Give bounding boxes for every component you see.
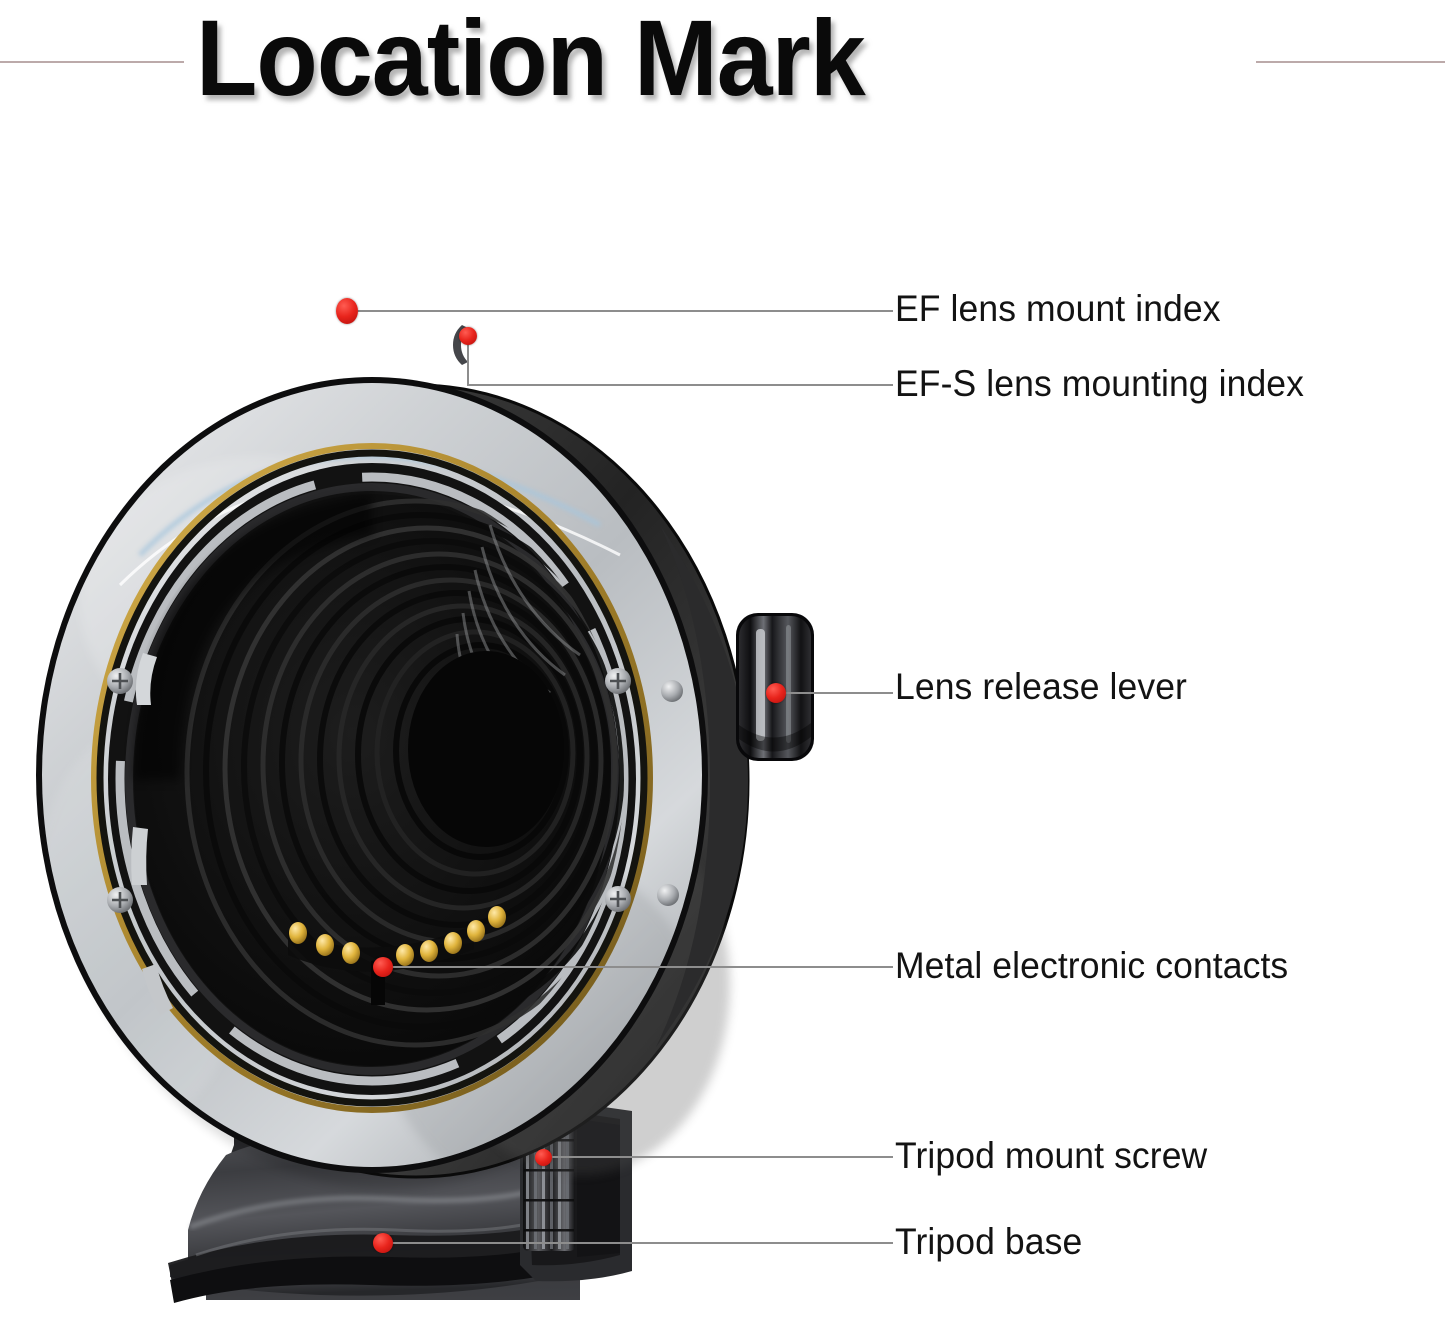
callout-label-lens-release-lever: Lens release lever: [895, 666, 1187, 707]
leader-tripod-base: [392, 1242, 893, 1244]
marker-ef-s-lens-mounting-index: [459, 327, 477, 345]
title-rule-right: [1256, 61, 1445, 63]
leader-metal-electronic-contacts: [392, 966, 893, 968]
marker-tripod-base: [373, 1233, 393, 1253]
interior-ribbing: [134, 494, 624, 1048]
leader-lens-release-lever: [784, 692, 893, 694]
marker-metal-electronic-contacts: [373, 957, 393, 977]
adapter-body-group: [36, 325, 814, 1189]
leader-tripod-mount-screw: [551, 1156, 893, 1158]
mount-screws: [107, 668, 683, 913]
electronic-contacts: [288, 906, 506, 1005]
marker-tripod-mount-screw: [535, 1149, 552, 1166]
callout-label-ef-lens-mount-index: EF lens mount index: [895, 288, 1221, 329]
leader-ef-s-vertical: [467, 340, 469, 385]
callout-label-metal-electronic-contacts: Metal electronic contacts: [895, 945, 1289, 986]
callout-label-ef-s-lens-mounting-index: EF-S lens mounting index: [895, 363, 1305, 404]
marker-ef-lens-mount-index: [336, 298, 358, 324]
marker-lens-release-lever: [766, 683, 786, 703]
title-block: Location Mark: [0, 0, 1445, 128]
callout-label-tripod-mount-screw: Tripod mount screw: [895, 1135, 1208, 1176]
title-rule-left: [0, 61, 184, 63]
callout-label-tripod-base: Tripod base: [895, 1221, 1083, 1262]
product-image-lens-mount-adapter: [20, 225, 850, 1315]
leader-ef-s-horizontal: [467, 384, 893, 386]
leader-ef-lens-mount-index: [358, 310, 893, 312]
page-title: Location Mark: [196, 0, 866, 118]
